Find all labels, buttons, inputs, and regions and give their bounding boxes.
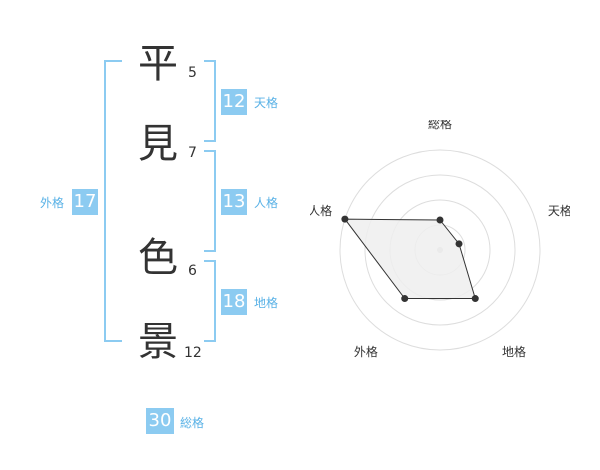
gaikaku-bracket [104, 60, 122, 342]
gaikaku-value: 17 [72, 189, 98, 215]
name-char-2: 見 [138, 121, 178, 167]
jinkaku-label: 人格 [254, 196, 279, 210]
chikaku-value: 18 [221, 289, 247, 315]
radar-axis-label-5: 人格 [310, 203, 332, 218]
radar-point-4 [401, 295, 409, 303]
name-char-3: 色 [138, 235, 178, 281]
stroke-count-2: 7 [188, 145, 197, 161]
radar-axis-label-3: 地格 [502, 344, 526, 359]
radar-axis-label-2: 天格 [548, 203, 570, 218]
radar-axis-label-4: 外格 [354, 344, 378, 359]
radar-point-2 [455, 240, 463, 248]
tenkaku-label: 天格 [254, 96, 279, 110]
radar-axis-label-1: 総格 [428, 120, 452, 131]
name-char-1: 平 [138, 41, 178, 87]
chikaku-bracket [204, 260, 216, 342]
gaikaku-label: 外格 [40, 196, 65, 210]
soukaku-value: 30 [146, 408, 174, 434]
stroke-count-1: 5 [188, 65, 197, 81]
radar-grid-ring-3 [364, 174, 516, 326]
jinkaku-value: 13 [221, 189, 247, 215]
radar-grid-ring-4 [339, 149, 541, 351]
chikaku-label: 地格 [254, 296, 279, 310]
tenkaku-bracket [204, 60, 216, 142]
radar-point-3 [471, 295, 479, 303]
jinkaku-bracket [204, 150, 216, 252]
stroke-count-3: 6 [188, 263, 197, 279]
radar-point-1 [436, 216, 444, 224]
name-char-4: 景 [138, 319, 178, 365]
tenkaku-value: 12 [221, 89, 247, 115]
radar-series-area [343, 218, 476, 300]
radar-point-5 [341, 215, 349, 223]
stroke-count-4: 12 [184, 345, 202, 361]
soukaku-label: 総格 [180, 416, 205, 430]
